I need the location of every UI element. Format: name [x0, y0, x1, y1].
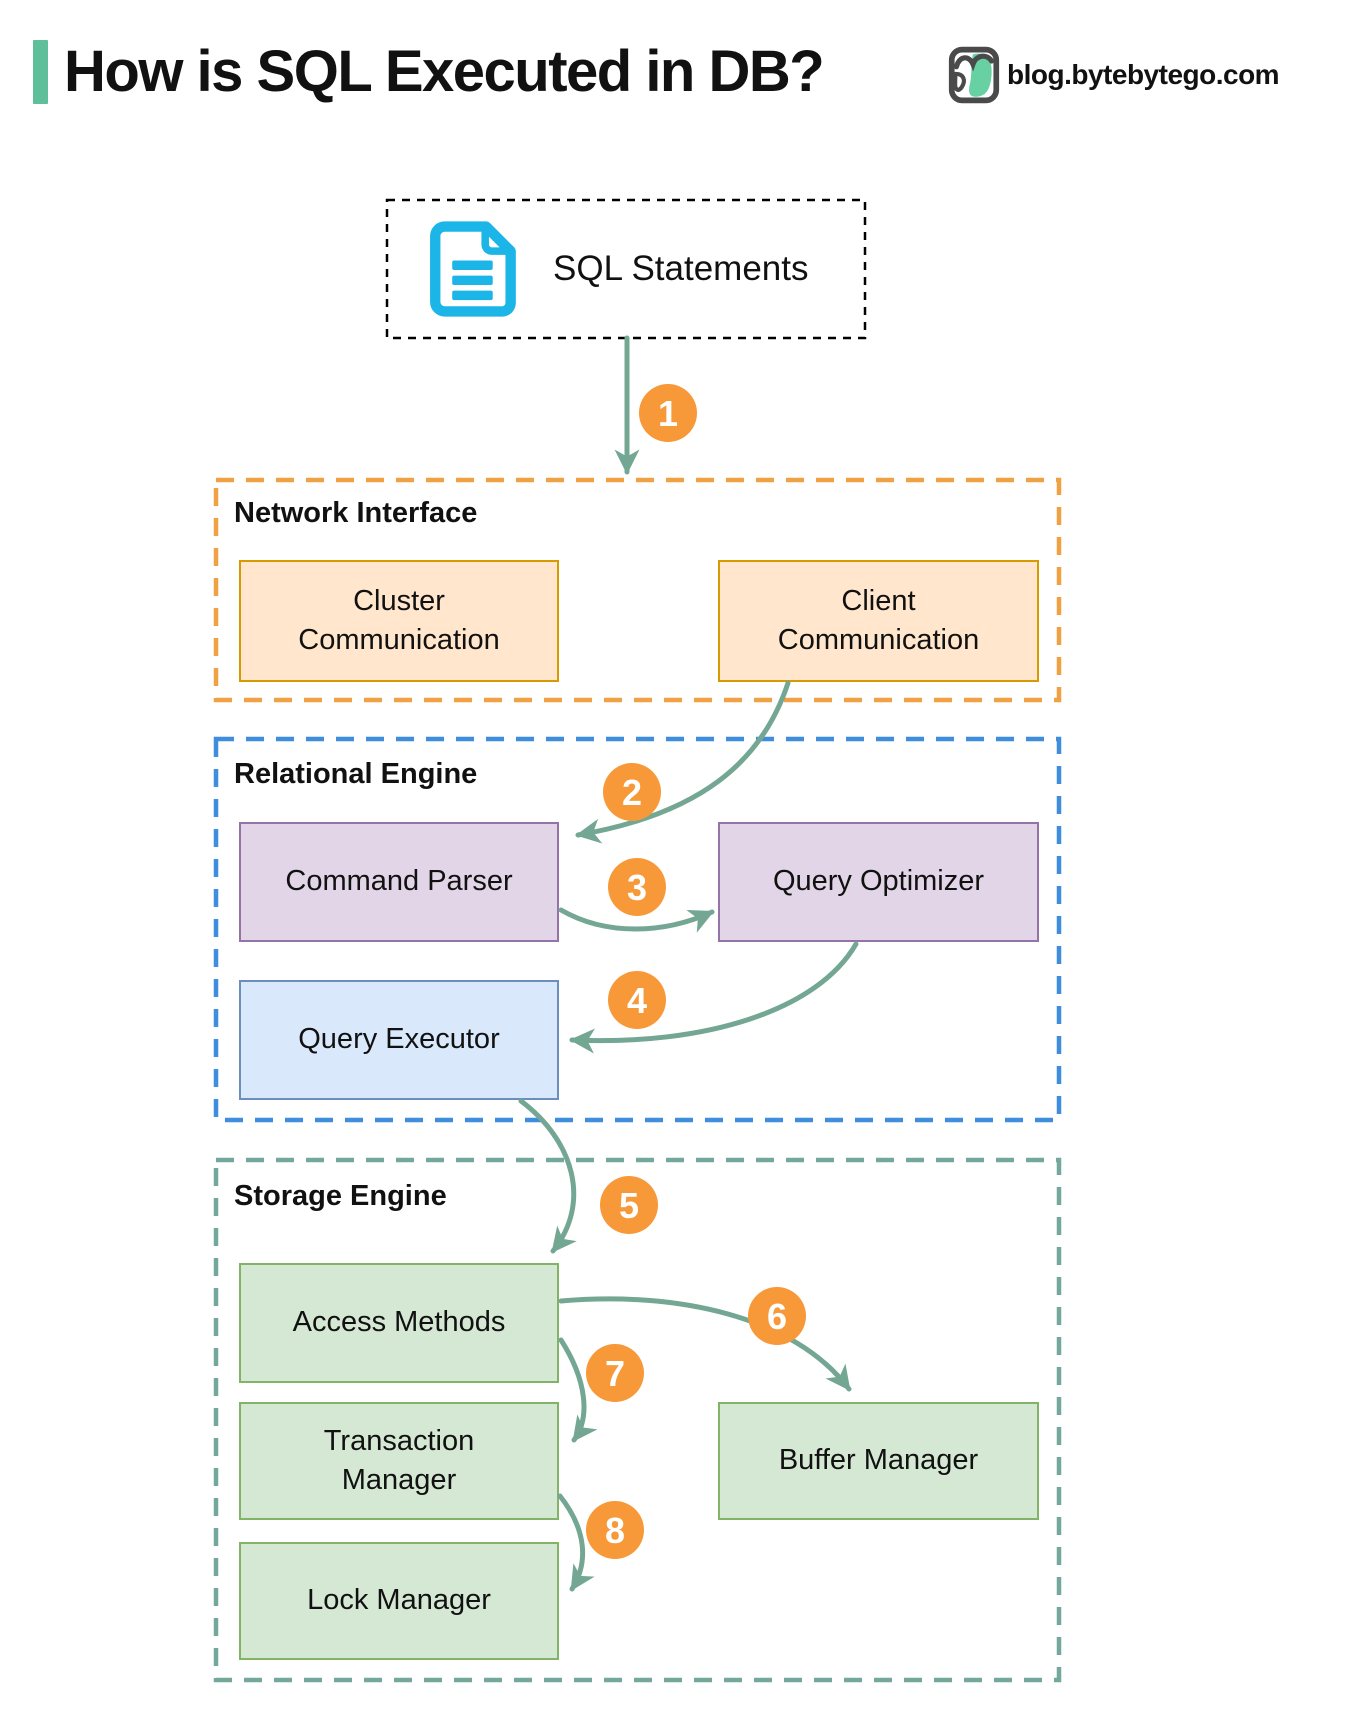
node-transaction-manager: Transaction Manager	[239, 1402, 559, 1520]
step-badge-3: 3	[608, 858, 666, 916]
step-badge-4: 4	[608, 971, 666, 1029]
arrow-3-parser-to-optimizer	[558, 907, 715, 933]
arrow-2-client-to-parser	[575, 680, 791, 844]
node-query-optimizer: Query Optimizer	[718, 822, 1039, 942]
step-number: 3	[627, 867, 647, 908]
node-access-methods: Access Methods	[239, 1263, 559, 1383]
step-number: 1	[658, 393, 678, 434]
arrow-6-access-to-buffer	[558, 1296, 852, 1392]
node-label: Cluster Communication	[298, 584, 500, 656]
node-lock-manager: Lock Manager	[239, 1542, 559, 1660]
arrow-7-access-to-transaction	[558, 1337, 598, 1443]
title-accent-bar	[33, 39, 48, 104]
node-label: Client Communication	[777, 584, 980, 656]
brand: blog.bytebytego.com	[948, 46, 1280, 104]
step-number: 5	[619, 1185, 639, 1226]
step-badge-6: 6	[748, 1287, 806, 1345]
step-number: 6	[767, 1296, 787, 1337]
node-query-executor: Query Executor	[239, 980, 559, 1100]
step-number: 8	[605, 1510, 625, 1551]
document-icon	[430, 221, 516, 317]
group-label-relational-engine: Relational Engine	[234, 758, 478, 790]
sql-statements-box: SQL Statements	[387, 200, 865, 338]
step-number: 4	[627, 980, 647, 1021]
node-label: Query Executor	[298, 1023, 500, 1056]
node-label: Query Optimizer	[772, 865, 985, 898]
step-badge-1: 1	[639, 384, 697, 442]
group-label-storage-engine: Storage Engine	[234, 1180, 447, 1212]
arrow-8-transaction-to-lock	[557, 1493, 595, 1592]
bytebytego-logo-icon	[948, 46, 1000, 104]
page-header: How is SQL Executed in DB?	[33, 38, 825, 105]
node-command-parser: Command Parser	[239, 822, 559, 942]
step-number: 2	[622, 772, 642, 813]
node-client-communication: Client Communication	[718, 560, 1039, 682]
step-badge-7: 7	[586, 1344, 644, 1402]
node-buffer-manager: Buffer Manager	[718, 1402, 1039, 1520]
step-badge-2: 2	[603, 763, 661, 821]
sql-statements-label: SQL Statements	[553, 249, 809, 288]
page-title: How is SQL Executed in DB?	[64, 39, 825, 104]
step-badge-8: 8	[586, 1501, 644, 1559]
group-label-network-interface: Network Interface	[234, 497, 478, 529]
arrow-5-executor-to-access	[518, 1098, 577, 1254]
node-label: Buffer Manager	[778, 1444, 979, 1477]
node-cluster-communication: Cluster Communication	[239, 560, 559, 682]
node-label: Lock Manager	[307, 1584, 491, 1617]
node-label: Command Parser	[285, 865, 513, 898]
brand-text: blog.bytebytego.com	[1007, 59, 1280, 90]
step-number: 7	[605, 1353, 625, 1394]
node-label: Access Methods	[292, 1306, 506, 1339]
node-label: Transaction Manager	[323, 1424, 475, 1496]
arrow-4-optimizer-to-executor	[569, 941, 859, 1054]
step-badge-5: 5	[600, 1176, 658, 1234]
